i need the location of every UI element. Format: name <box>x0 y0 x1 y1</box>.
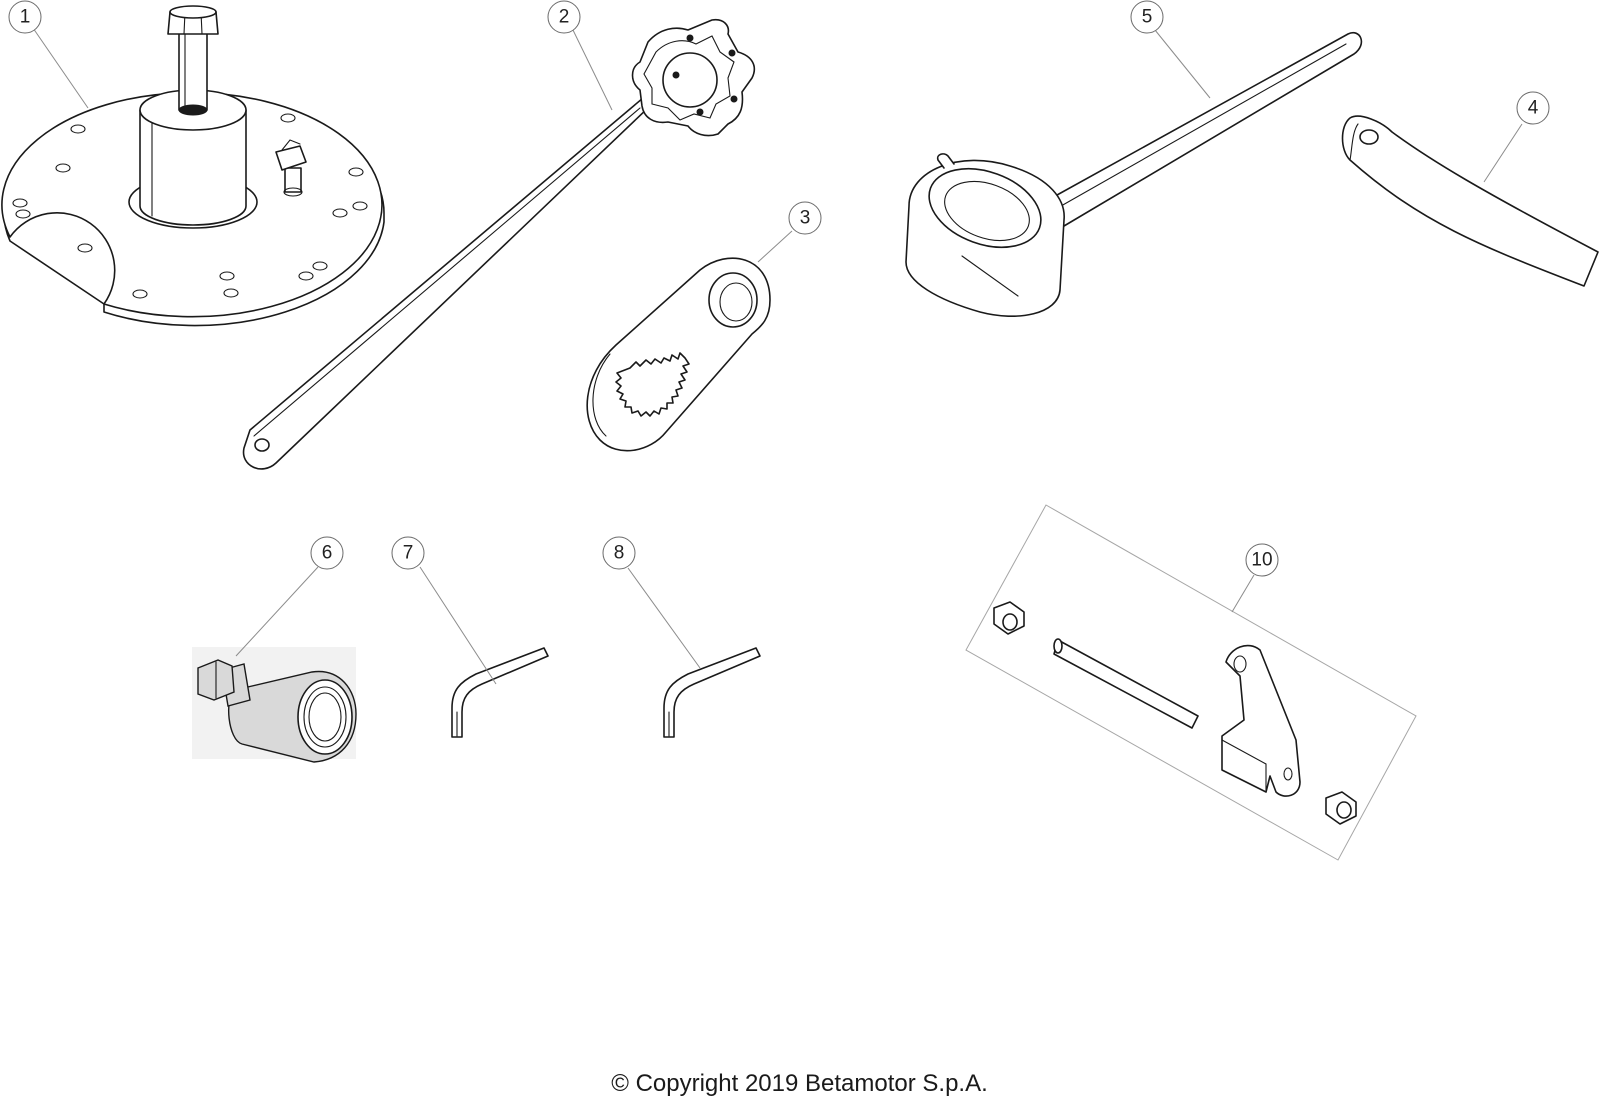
callout-10: 10 <box>1245 543 1279 577</box>
part-8-hex-key <box>663 647 761 738</box>
callout-2: 2 <box>547 0 581 34</box>
part-5-ring-spanner <box>905 31 1363 318</box>
callout-8-label: 8 <box>614 543 625 564</box>
callout-7-label: 7 <box>403 543 414 564</box>
callout-4-label: 4 <box>1528 98 1539 119</box>
callout-3: 3 <box>788 201 822 235</box>
part-10-tool-kit <box>965 504 1417 861</box>
callout-1-label: 1 <box>20 7 31 28</box>
callout-5-label: 5 <box>1142 7 1153 28</box>
part-2-holding-wrench <box>242 18 756 470</box>
callout-6-label: 6 <box>322 543 333 564</box>
part-4-flat-lever <box>1341 115 1599 287</box>
part-1-flywheel-puller <box>1 5 385 327</box>
part-3-clutch-holder <box>586 257 771 452</box>
callout-5: 5 <box>1130 0 1164 34</box>
plate-holes <box>12 113 368 299</box>
copyright-notice: © Copyright 2019 Betamotor S.p.A. <box>611 1070 988 1097</box>
part-6-threaded-extractor <box>192 647 357 763</box>
callout-3-label: 3 <box>800 208 811 229</box>
callout-10-label: 10 <box>1251 550 1272 571</box>
callout-7: 7 <box>391 536 425 570</box>
callout-2-label: 2 <box>559 7 570 28</box>
leader-lines <box>32 27 1523 685</box>
callout-1: 1 <box>8 0 42 34</box>
callout-4: 4 <box>1516 91 1550 125</box>
callout-8: 8 <box>602 536 636 570</box>
callout-6: 6 <box>310 536 344 570</box>
part-7-hex-key <box>451 647 549 738</box>
